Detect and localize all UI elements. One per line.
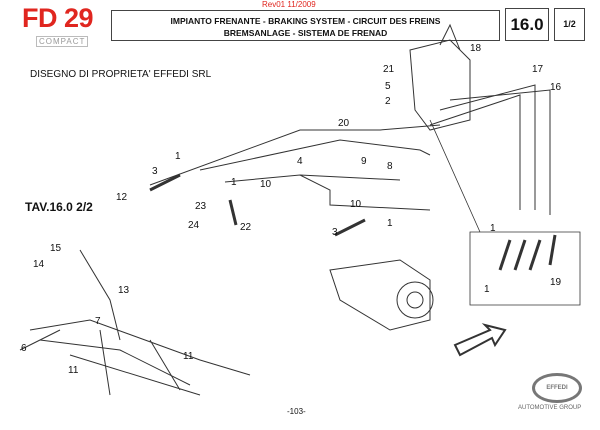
callout-6: 6 <box>21 343 27 354</box>
callout-21: 21 <box>383 64 395 75</box>
effedi-logo: EFFEDI <box>532 373 582 403</box>
page-number: -103- <box>287 407 306 416</box>
title-line-1: IMPIANTO FRENANTE - BRAKING SYSTEM - CIR… <box>170 16 441 26</box>
front-hose <box>149 173 366 237</box>
brake-line-main <box>149 124 441 211</box>
callout-12: 12 <box>116 192 128 203</box>
master-cylinder <box>409 23 471 131</box>
detail-hoses <box>498 234 557 271</box>
callout-3: 3 <box>332 227 338 238</box>
brake-disc <box>329 259 431 331</box>
callout-3: 3 <box>152 166 158 177</box>
callout-7: 7 <box>95 316 101 327</box>
hub <box>396 281 434 319</box>
callout-24: 24 <box>188 220 200 231</box>
callout-16: 16 <box>550 82 562 93</box>
hub-center <box>406 291 424 309</box>
callout-19: 19 <box>550 277 562 288</box>
title-line-2: BREMSANLAGE - SISTEMA DE FRENAD <box>223 28 388 38</box>
page-fraction: 1/2 <box>554 8 585 41</box>
section-number: 16.0 <box>505 8 549 41</box>
detail-box <box>429 119 581 306</box>
callout-20: 20 <box>338 118 350 129</box>
brand-title: FD 29 <box>22 3 94 33</box>
callout-11: 11 <box>183 351 194 362</box>
callout-8: 8 <box>387 161 393 172</box>
brake-line-right <box>429 84 551 215</box>
callout-11: 11 <box>68 365 79 376</box>
callout-1: 1 <box>490 223 496 234</box>
direction-arrow <box>453 323 507 357</box>
callout-10: 10 <box>260 179 272 190</box>
callout-1: 1 <box>484 284 490 295</box>
callout-17: 17 <box>532 64 544 75</box>
callout-18: 18 <box>470 43 482 54</box>
reference-table: TAV.16.0 2/2 <box>25 200 93 214</box>
callout-22: 22 <box>240 222 252 233</box>
callout-15: 15 <box>50 243 62 254</box>
callout-23: 23 <box>195 201 207 212</box>
logo-text: EFFEDI <box>546 385 568 391</box>
callout-14: 14 <box>33 259 45 270</box>
title-box: IMPIANTO FRENANTE - BRAKING SYSTEM - CIR… <box>111 10 500 41</box>
callout-13: 13 <box>118 285 130 296</box>
ownership-note: DISEGNO DI PROPRIETA' EFFEDI SRL <box>30 69 212 80</box>
callout-2: 2 <box>385 96 391 107</box>
rear-line <box>39 249 191 386</box>
callout-10: 10 <box>350 199 362 210</box>
callout-1: 1 <box>231 177 237 188</box>
callout-5: 5 <box>385 81 391 92</box>
logo-tagline: AUTOMOTIVE GROUP <box>518 405 582 411</box>
callout-4: 4 <box>297 156 303 167</box>
brand-subtitle: COMPACT <box>36 36 89 47</box>
callout-1: 1 <box>387 218 393 229</box>
callout-9: 9 <box>361 156 367 167</box>
callout-1: 1 <box>175 151 181 162</box>
revision: Rev01 11/2009 <box>262 0 316 9</box>
